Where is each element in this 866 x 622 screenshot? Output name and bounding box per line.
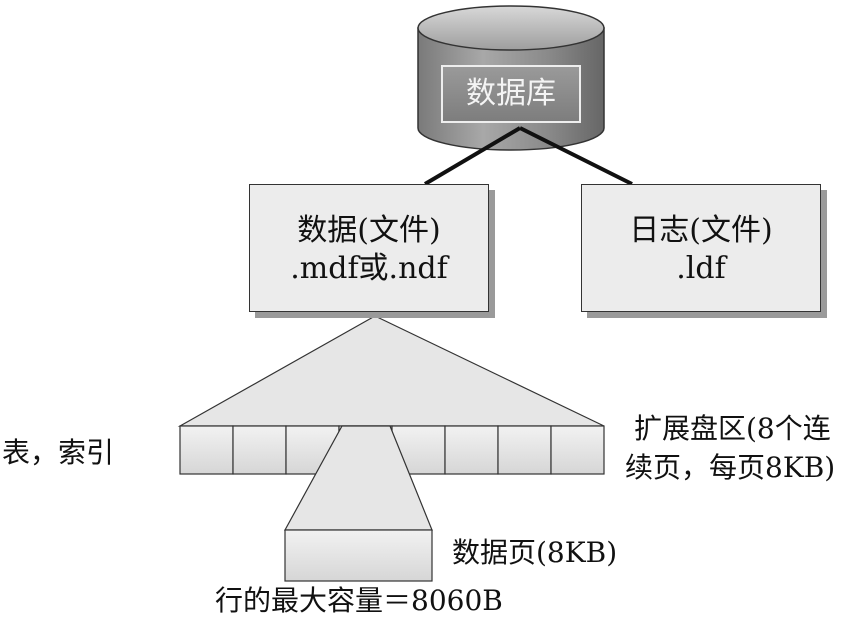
data-file-box: 数据(文件) .mdf或.ndf — [249, 184, 489, 312]
data-page-box — [284, 529, 433, 582]
log-file-title: 日志(文件) — [629, 213, 773, 248]
tables-indexes-label: 表，索引 — [2, 436, 115, 469]
database-label: 数据库 — [466, 76, 556, 111]
log-file-extension: .ldf — [676, 251, 726, 286]
extent-label-line1: 扩展盘区(8个连 — [634, 412, 831, 445]
extent-triangle — [177, 315, 605, 427]
database-label-panel — [441, 65, 581, 123]
connector-db-to-log — [519, 126, 633, 186]
extent-label-line2: 续页，每页8KB) — [625, 451, 836, 484]
connector-db-to-data — [423, 126, 522, 186]
log-file-box: 日志(文件) .ldf — [581, 184, 821, 312]
row-capacity-label: 行的最大容量＝8060B — [215, 584, 503, 617]
extent-page-cell — [179, 425, 234, 475]
data-file-title: 数据(文件) — [297, 213, 441, 248]
extent-page-cell — [550, 425, 605, 475]
extent-page-cell — [232, 425, 287, 475]
data-page-label: 数据页(8KB) — [452, 536, 618, 569]
extent-page-cell — [497, 425, 552, 475]
database-cylinder — [417, 5, 605, 151]
data-file-extensions: .mdf或.ndf — [290, 251, 448, 286]
extent-page-cell — [444, 425, 499, 475]
